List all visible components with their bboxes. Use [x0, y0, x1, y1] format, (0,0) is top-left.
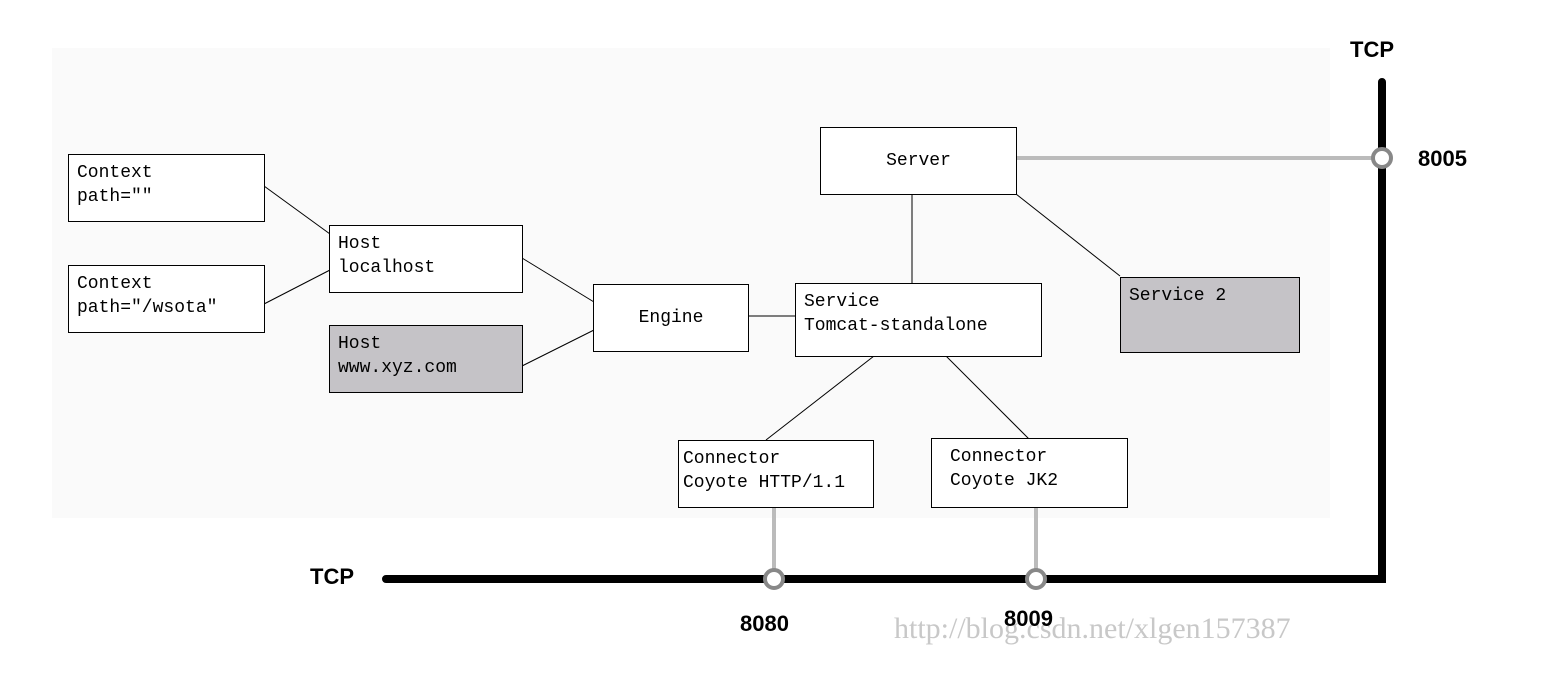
context-root-box: Context path="" — [68, 154, 265, 222]
host-xyz-line1: Host — [338, 334, 382, 354]
port-8009-label: 8009 — [1004, 606, 1053, 631]
connector-jk2-line1: Connector — [950, 447, 1048, 467]
tcp-bottom-label: TCP — [310, 564, 354, 589]
context-root-line2: path="" — [77, 187, 153, 207]
context-wsota-box: Context path="/wsota" — [68, 265, 265, 333]
port-8080-label: 8080 — [740, 611, 789, 636]
engine-label: Engine — [638, 308, 704, 328]
host-xyz-line2: www.xyz.com — [338, 358, 457, 378]
link-host-xyz-engine — [521, 329, 595, 367]
port-8005-label: 8005 — [1418, 146, 1467, 171]
connector-http-line2: Coyote HTTP/1.1 — [683, 473, 846, 493]
link-service-connector-http — [765, 355, 875, 441]
host-localhost-box: Host localhost — [329, 225, 523, 293]
context-wsota-line1: Context — [77, 274, 153, 294]
connector-http-line1: Connector — [683, 449, 781, 469]
port-8080-node — [763, 568, 785, 590]
service-line1: Service — [804, 292, 880, 312]
host-localhost-line1: Host — [338, 234, 382, 254]
link-server-service2 — [1015, 193, 1121, 277]
link-context-wsota-host — [263, 269, 331, 305]
connector-http-box: Connector Coyote HTTP/1.1 — [678, 440, 874, 508]
port-8009-node — [1025, 568, 1047, 590]
context-root-line1: Context — [77, 163, 153, 183]
connector-jk2-line2: Coyote JK2 — [950, 471, 1059, 491]
connector-jk2-box: Connector Coyote JK2 — [931, 438, 1128, 508]
tcp-top-label: TCP — [1350, 37, 1394, 62]
service-box: Service Tomcat-standalone — [795, 283, 1042, 357]
service2-label: Service 2 — [1129, 286, 1227, 306]
link-context-root-host — [263, 185, 331, 235]
tcp-bus — [382, 78, 1386, 583]
service2-box: Service 2 — [1120, 277, 1300, 353]
service-line2: Tomcat-standalone — [804, 316, 988, 336]
link-service-connector-jk2 — [945, 355, 1031, 441]
port-8005-node — [1371, 147, 1393, 169]
host-xyz-box: Host www.xyz.com — [329, 325, 523, 393]
engine-box: Engine — [593, 284, 749, 352]
watermark-text: http://blog.csdn.net/xlgen157387 — [894, 612, 1291, 645]
context-wsota-line2: path="/wsota" — [77, 298, 218, 318]
host-localhost-line2: localhost — [338, 258, 436, 278]
server-label: Server — [886, 151, 951, 171]
link-host-localhost-engine — [521, 257, 595, 303]
server-box: Server — [820, 127, 1017, 195]
